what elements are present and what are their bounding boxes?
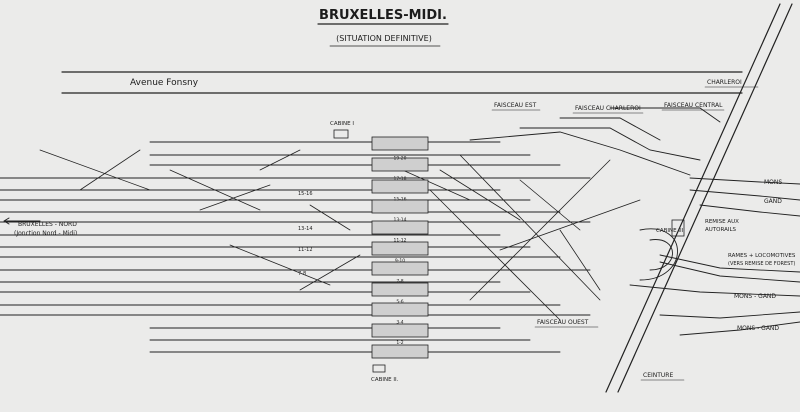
crossover-line (469, 159, 611, 301)
platform-group: 1-2 3-4 5-6 7-8 9-10 11-12 13-14 15-16 17-18 19-2… (298, 136, 429, 359)
platform-number: 15-16 (393, 197, 406, 203)
platform-number: 3-4 (396, 320, 403, 326)
crossover-line (79, 149, 141, 191)
crossover-line (499, 199, 641, 251)
platform (371, 136, 429, 151)
platform-number: 5-6 (396, 299, 403, 305)
platform-number: 7-8 (396, 279, 403, 285)
faisceau-charleroi-label: FAISCEAU CHARLEROI (575, 105, 641, 112)
cabine-2-building (372, 364, 386, 373)
plan-title: BRUXELLES-MIDI. (319, 8, 447, 23)
crossover-line (39, 149, 151, 191)
ceinture-line-b (605, 3, 781, 393)
platform-number-left: 15-16 (298, 191, 313, 197)
platform (371, 323, 429, 338)
crossover-line (439, 169, 521, 221)
track-group (0, 141, 591, 353)
crossover-line (559, 229, 601, 291)
rames-label-2: (VERS REMISE DE FOREST) (728, 261, 795, 267)
platform-number: 19-20 (393, 156, 406, 162)
crossover-line (299, 254, 361, 291)
platform-number-left: 7-8 (298, 271, 306, 277)
bruxelles-nord-arrow (3, 217, 41, 225)
crossover-line (519, 179, 581, 231)
platform-number-left: 11-12 (298, 247, 313, 253)
crossover-line (429, 189, 561, 321)
plan-subtitle: (SITUATION DEFINITIVE) (336, 34, 432, 43)
jonction-label: (Jonction Nord - Midi) (14, 230, 77, 237)
charleroi-label: CHARLEROI (707, 79, 742, 86)
crossover-line (229, 244, 331, 286)
platform (371, 344, 429, 359)
crossover-line (459, 154, 601, 301)
crossover-line (259, 149, 301, 171)
platform (371, 199, 429, 214)
cabine-2-label: CABINE II. (371, 377, 399, 383)
platform-number: 11-12 (393, 238, 406, 244)
cabine-3-label: CABINE III (656, 228, 684, 234)
platform-number-left: 13-14 (298, 226, 313, 232)
street-name: Avenue Fonsny (130, 78, 199, 88)
platform (371, 261, 429, 276)
crossover-line (199, 184, 271, 211)
platform-number: 9-10 (395, 258, 405, 264)
ceinture-line-a (617, 3, 793, 393)
faisceau-central-label: FAISCEAU CENTRAL (664, 102, 723, 109)
platform (371, 179, 429, 194)
platform (371, 241, 429, 256)
ceinture-label: CEINTURE (643, 372, 673, 379)
crossover-line (309, 204, 351, 231)
crossover-line (169, 169, 261, 211)
remise-label-1: REMISE AUX (705, 219, 739, 225)
platform (371, 157, 429, 172)
platform (371, 282, 429, 297)
platform-number: 1-2 (396, 340, 403, 346)
platform-number: 17-18 (393, 176, 406, 182)
remise-label-2: AUTORAILS (705, 227, 737, 233)
gand-label: GAND (764, 198, 782, 205)
platform-number: 13-14 (393, 217, 406, 223)
cabine-1-label: CABINE I (330, 121, 354, 127)
platform (371, 302, 429, 317)
mons-gand-label-2: MONS - GAND (737, 325, 779, 332)
cabine-1-building (333, 129, 349, 139)
right-fan-tracks (469, 107, 800, 336)
platform (371, 220, 429, 235)
bruxelles-nord-label: BRUXELLES - NORD (18, 221, 77, 228)
cabine-3-building (671, 219, 685, 237)
rames-label-1: RAMES + LOCOMOTIVES (728, 253, 796, 259)
mons-label: MONS (764, 179, 782, 186)
faisceau-est-label: FAISCEAU EST (494, 102, 537, 109)
faisceau-ouest-label: FAISCEAU OUEST (537, 319, 589, 326)
crossover-group (39, 149, 641, 321)
mons-gand-label-1: MONS - GAND (734, 293, 776, 300)
